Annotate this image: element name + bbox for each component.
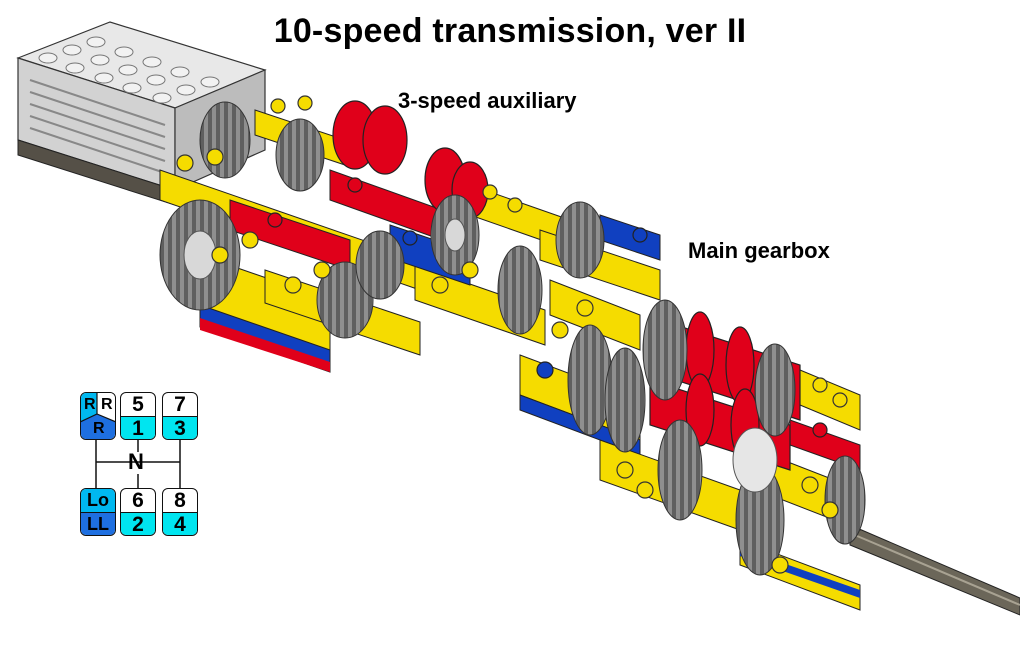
shift-label-2: 2 (121, 512, 155, 535)
shift-label-r-bottom: R (93, 420, 105, 437)
shift-pattern: R R R 5 1 7 3 N Lo LL 6 2 8 4 (78, 392, 200, 538)
brick-studs (176, 95, 848, 574)
shift-label-4: 4 (163, 512, 197, 535)
shift-label-r-right: R (101, 396, 113, 413)
shift-label-1: 1 (121, 416, 155, 439)
shift-label-r-left: R (84, 396, 96, 413)
shift-cell-8-4: 8 4 (162, 488, 198, 536)
red-studs (267, 177, 828, 438)
shift-label-lo: Lo (81, 489, 115, 512)
shift-label-neutral: N (128, 449, 144, 474)
shift-label-7: 7 (174, 393, 186, 416)
main-gearbox-label: Main gearbox (688, 238, 830, 263)
shift-cell-lo-ll: Lo LL (80, 488, 116, 536)
diagram-title: 10-speed transmission, ver II (273, 12, 747, 50)
shift-gate-lines (95, 440, 181, 488)
shift-label-5: 5 (132, 393, 144, 416)
shift-label-6: 6 (132, 489, 144, 512)
shift-label-3: 3 (163, 416, 197, 439)
main-bushing (732, 427, 778, 493)
shift-cell-5-1: 5 1 (120, 392, 156, 440)
shift-label-ll: LL (81, 512, 115, 535)
shift-cell-reverse: R R R (80, 392, 116, 440)
main-gears (567, 299, 866, 576)
blue-studs (402, 227, 648, 379)
auxiliary-label: 3-speed auxiliary (398, 88, 577, 113)
shift-cell-6-2: 6 2 (120, 488, 156, 536)
shift-cell-7-3: 7 3 (162, 392, 198, 440)
shift-label-8: 8 (174, 489, 186, 512)
